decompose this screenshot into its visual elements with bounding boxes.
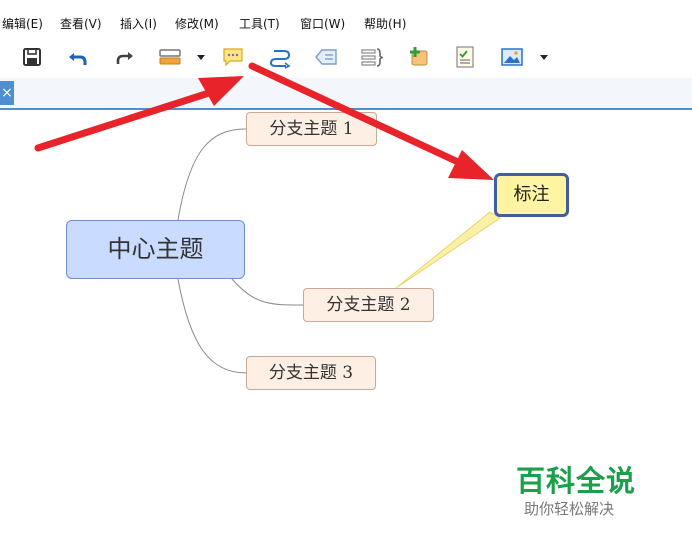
undo-icon[interactable] [66,45,90,69]
document-tab-strip: × [0,78,692,110]
chevron-down-icon[interactable] [538,45,550,69]
callout-icon[interactable] [221,45,245,69]
save-icon[interactable] [20,45,44,69]
menu-tools[interactable]: 工具(T) [239,17,280,31]
branch-topic-3[interactable]: 分支主题 3 [246,356,376,390]
watermark-title: 百科全说 [516,464,637,498]
chevron-down-icon[interactable] [195,45,207,69]
branch-topic-1[interactable]: 分支主题 1 [246,112,377,146]
central-topic[interactable]: 中心主题 [66,220,245,279]
menu-bar: 编辑(E) 查看(V) 插入(I) 修改(M) 工具(T) 窗口(W) 帮助(H… [0,8,692,36]
window-title-bar [0,0,692,8]
image-icon[interactable] [500,45,524,69]
tab-close-button[interactable]: × [0,81,14,105]
topic-icon[interactable] [158,45,182,69]
branch-connector [177,128,247,221]
task-icon[interactable] [453,45,477,69]
toolbar [0,36,692,78]
menu-modify[interactable]: 修改(M) [175,17,219,31]
menu-edit[interactable]: 编辑(E) [2,17,43,31]
menu-help[interactable]: 帮助(H) [364,17,407,31]
menu-insert[interactable]: 插入(I) [120,17,157,31]
relationship-icon[interactable] [268,45,292,69]
boundary-icon[interactable] [314,45,338,69]
menu-window[interactable]: 窗口(W) [300,17,346,31]
branch-connector [231,278,304,306]
menu-view[interactable]: 查看(V) [60,17,102,31]
marker-icon[interactable] [406,45,430,69]
summary-icon[interactable] [360,45,384,69]
callout-pointer [395,211,501,289]
mind-map-canvas[interactable]: 中心主题 分支主题 1 分支主题 2 分支主题 3 标注 [0,110,692,552]
callout-topic[interactable]: 标注 [494,173,569,217]
branch-connector [177,278,247,374]
watermark-subtitle: 助你轻松解决 [524,500,615,518]
redo-icon[interactable] [112,45,136,69]
branch-topic-2[interactable]: 分支主题 2 [303,288,434,322]
